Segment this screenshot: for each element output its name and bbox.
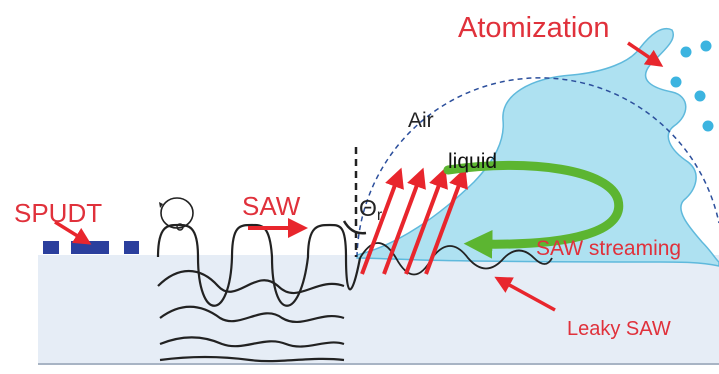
spudt-pointer-arrow [54, 220, 92, 245]
saw-wave-depth-1 [157, 270, 345, 295]
leakage-arrow [360, 167, 404, 275]
saw-streaming-label: SAW streaming [536, 237, 681, 260]
saw-wave-depth-4 [159, 355, 345, 363]
rayleigh-angle-arc [342, 220, 367, 235]
saw-streaming-arrow [443, 160, 624, 259]
saw-label: SAW [242, 191, 301, 221]
substrate [38, 255, 719, 363]
saw-waves [156, 223, 362, 363]
saw-surface-wave [156, 223, 362, 307]
atomization-pointer-arrow [627, 41, 664, 67]
leaky-saw-pointer-arrow [494, 276, 556, 312]
saw-wave-depth-3 [159, 336, 345, 348]
spudt-label: SPUDT [14, 198, 102, 228]
liquid-label: liquid [448, 150, 497, 173]
air-label: Air [408, 109, 434, 132]
atomization-label: Atomization [458, 12, 610, 44]
leakage-arrows [360, 167, 468, 275]
leaky-saw-label: Leaky SAW [567, 318, 671, 340]
leakage-arrow [424, 167, 468, 275]
air-dome-boundary [356, 77, 719, 258]
theta-symbol-label: Θr [359, 195, 383, 224]
spudt-electrode-icon [43, 241, 139, 254]
leakage-arrow [404, 167, 448, 275]
atomized-droplet-icon [670, 40, 714, 132]
particle-orbit-icon [159, 197, 194, 231]
leakage-arrow [382, 167, 426, 275]
liquid-droplet [356, 28, 719, 267]
saw-wave-depth-2 [159, 305, 345, 324]
